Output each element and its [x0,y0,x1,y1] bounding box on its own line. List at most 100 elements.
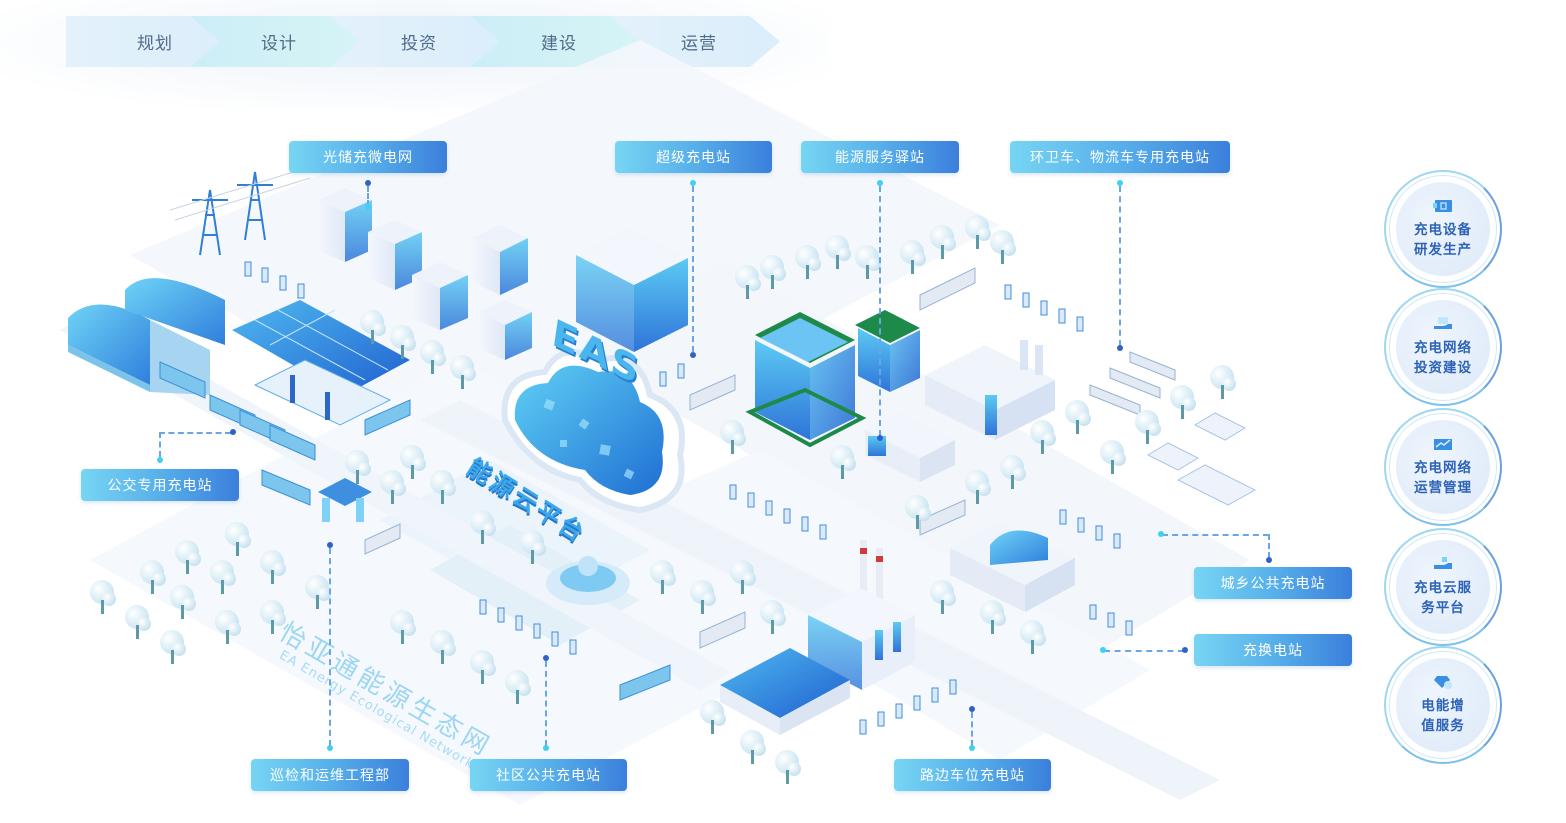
service-label-line2: 值服务 [1421,718,1465,734]
tree [420,340,446,374]
service-ring-inner [1389,293,1497,401]
tree [345,450,371,484]
tree [260,600,286,634]
houses [1146,412,1257,506]
connector-line [1162,534,1269,536]
connector-dot [230,429,236,435]
service-label-line2: 投资建设 [1414,360,1472,376]
tree [390,325,416,359]
service-body: 充电网络 运营管理 [1396,420,1490,514]
callout-energy-service-station[interactable]: 能源服务驿站 [801,141,959,173]
service-ring-inner [1389,413,1497,521]
connector-line [367,186,369,206]
service-label-line1: 充电云服 [1414,580,1472,596]
tree [225,522,251,556]
connector-dot [327,542,333,548]
service-ring [1384,646,1502,764]
callout-pv-storage-microgrid[interactable]: 光储充微电网 [289,141,447,173]
power-plant [808,540,915,690]
trend-chart-icon [1434,439,1452,450]
connector-line [1104,650,1184,652]
service-cloud-platform[interactable]: 充电云服 务平台 [1384,528,1502,646]
tree [650,560,676,594]
service-ring [1384,408,1502,526]
tree [760,600,786,634]
logistics-factory [925,340,1055,440]
super-charging-building [576,228,688,352]
tree [305,575,331,609]
tree [990,230,1016,264]
trucks [364,267,1176,649]
connector-dot [1100,647,1106,653]
connector-line [1268,534,1270,558]
tree [740,730,766,764]
service-network-operation[interactable]: 充电网络 运营管理 [1384,408,1502,526]
tree [210,560,236,594]
service-ring [1384,170,1502,288]
step-design[interactable]: 设计 [190,16,360,67]
connector-dot [969,706,975,712]
tree [825,235,851,269]
connector-dot [327,745,333,751]
office-buildings-left [318,188,532,360]
fountain [546,556,630,605]
tree [690,580,716,614]
tree [140,560,166,594]
tree [720,420,746,454]
connector-dot [877,180,883,186]
tree [1000,455,1026,489]
service-value-added[interactable]: 电能增 值服务 [1384,646,1502,764]
tree [1020,620,1046,654]
tree [1030,420,1056,454]
bus-hangars [68,278,225,395]
device-box-icon [1433,200,1452,212]
step-operation[interactable]: 运营 [610,16,780,67]
connector-line [159,432,161,457]
callout-bus-charging-station[interactable]: 公交专用充电站 [81,469,239,501]
service-label-line1: 电能增 [1421,698,1465,714]
tree [965,215,991,249]
service-label-line2: 运营管理 [1414,480,1472,496]
tree [90,580,116,614]
service-label-line1: 充电网络 [1414,460,1472,476]
callout-urban-rural-public-charging[interactable]: 城乡公共充电站 [1194,567,1352,599]
hand-investment-icon [1434,317,1452,329]
tree [400,445,426,479]
hand-cloud-icon [1434,557,1452,569]
connector-dot [1117,345,1123,351]
tree [430,630,456,664]
callout-super-charging-station[interactable]: 超级充电站 [615,141,772,173]
connector-dot [1117,180,1123,186]
tree [795,245,821,279]
connector-dot [877,435,883,441]
service-label-line2: 研发生产 [1414,242,1472,258]
connector-line [692,186,694,352]
connector-dot [690,352,696,358]
service-body: 电能增 值服务 [1396,658,1490,752]
service-ring [1384,288,1502,406]
service-ring-inner [1389,651,1497,759]
tree [700,700,726,734]
tree [170,585,196,619]
tree [390,610,416,644]
tree [520,530,546,564]
connector-dot [365,180,371,186]
tree [930,225,956,259]
service-network-investment[interactable]: 充电网络 投资建设 [1384,288,1502,406]
tree [380,470,406,504]
callout-community-public-charging[interactable]: 社区公共充电站 [470,759,627,791]
callout-inspection-maintenance-dept[interactable]: 巡检和运维工程部 [251,759,409,791]
callout-roadside-parking-charging[interactable]: 路边车位充电站 [894,759,1051,791]
tree [1210,365,1236,399]
service-rd-production[interactable]: 充电设备 研发生产 [1384,170,1502,288]
callout-sanitation-logistics-charging[interactable]: 环卫车、物流车专用充电站 [1010,141,1230,173]
tree [775,750,801,784]
callout-battery-swap-station[interactable]: 充换电站 [1194,634,1352,666]
tree [1135,410,1161,444]
process-steps: 规划 设计 投资 建设 运营 [66,16,786,67]
service-body: 充电云服 务平台 [1396,540,1490,634]
city-illustration [60,40,1257,800]
tree [930,580,956,614]
service-ring-inner [1389,533,1497,641]
connector-dot [1266,557,1272,563]
